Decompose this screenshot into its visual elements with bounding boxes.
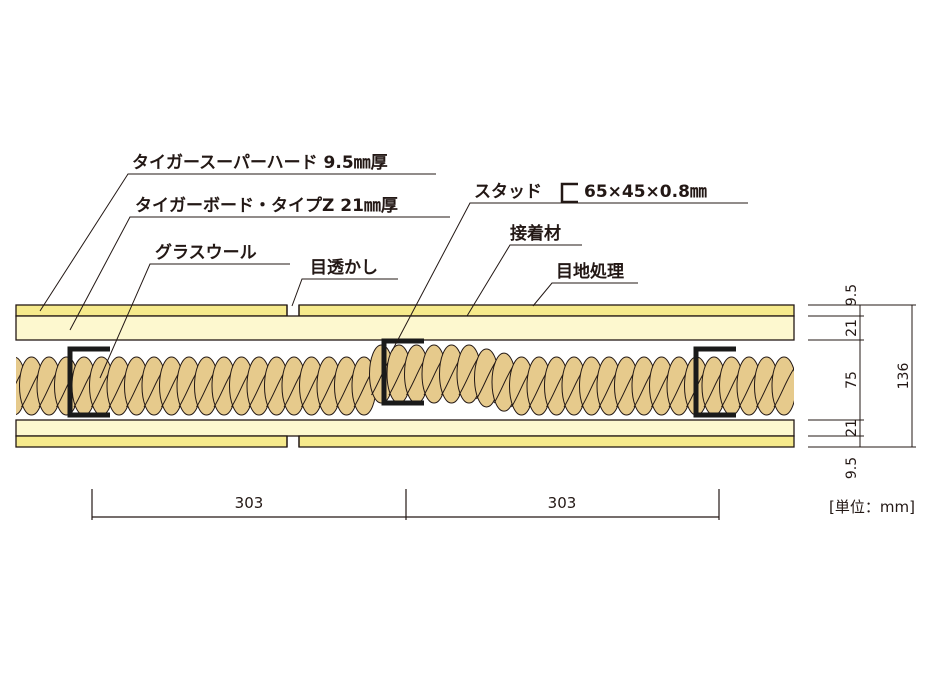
bottom-board-layer: [15, 419, 795, 448]
face-top-thickness: 9.5: [844, 284, 860, 306]
gap-label: 目透かし: [310, 257, 378, 278]
joint-label: 目地処理: [556, 261, 624, 282]
core-thickness: 75: [844, 371, 860, 389]
leader-face-board: [39, 173, 436, 312]
base-board-label: タイガーボード・タイプZ 21㎜厚: [135, 195, 398, 216]
adhesive-label: 接着材: [510, 223, 561, 244]
leader-base-board: [69, 216, 450, 331]
leader-stud: [391, 202, 748, 352]
face-board-label: タイガースーパーハード 9.5㎜厚: [132, 153, 388, 173]
insulation-label: グラスウール: [155, 242, 257, 263]
stud-right: [693, 346, 736, 418]
leader-lines: [39, 173, 748, 379]
stud-size-label: 65×45×0.8㎜: [584, 182, 707, 202]
spacing-right-value: 303: [548, 494, 577, 512]
c-channel-icon: [560, 182, 578, 204]
bottom-face-board-left: [15, 435, 288, 448]
leader-adhesive: [466, 244, 582, 317]
stud-center: [381, 338, 424, 406]
top-face-board-right: [298, 304, 795, 317]
glass-wool-insulation: [16, 344, 794, 416]
base-top-thickness: 21: [844, 319, 860, 337]
total-thickness: 136: [896, 363, 912, 390]
bottom-base-board: [15, 419, 795, 437]
stud-label: スタッド: [474, 182, 542, 202]
top-board-layer: [15, 304, 795, 341]
top-base-board: [15, 315, 795, 341]
spacing-dimension: [91, 489, 720, 520]
bottom-gap-joint: [286, 436, 300, 447]
face-bottom-thickness: 9.5: [844, 457, 860, 479]
base-bottom-thickness: 21: [844, 419, 860, 437]
top-face-board-left: [15, 304, 288, 317]
leader-gap: [291, 278, 398, 307]
spacing-left-value: 303: [235, 494, 264, 512]
wool-coil: [771, 356, 794, 416]
unit-label: [単位：mm]: [829, 498, 915, 516]
top-gap-joint: [286, 305, 300, 316]
leader-joint: [532, 282, 638, 307]
wool-coil-strand: [773, 367, 794, 408]
leader-insulation: [99, 263, 290, 379]
thickness-dimension: [808, 304, 916, 448]
stud-left: [67, 346, 110, 418]
bottom-face-board-right: [298, 435, 795, 448]
